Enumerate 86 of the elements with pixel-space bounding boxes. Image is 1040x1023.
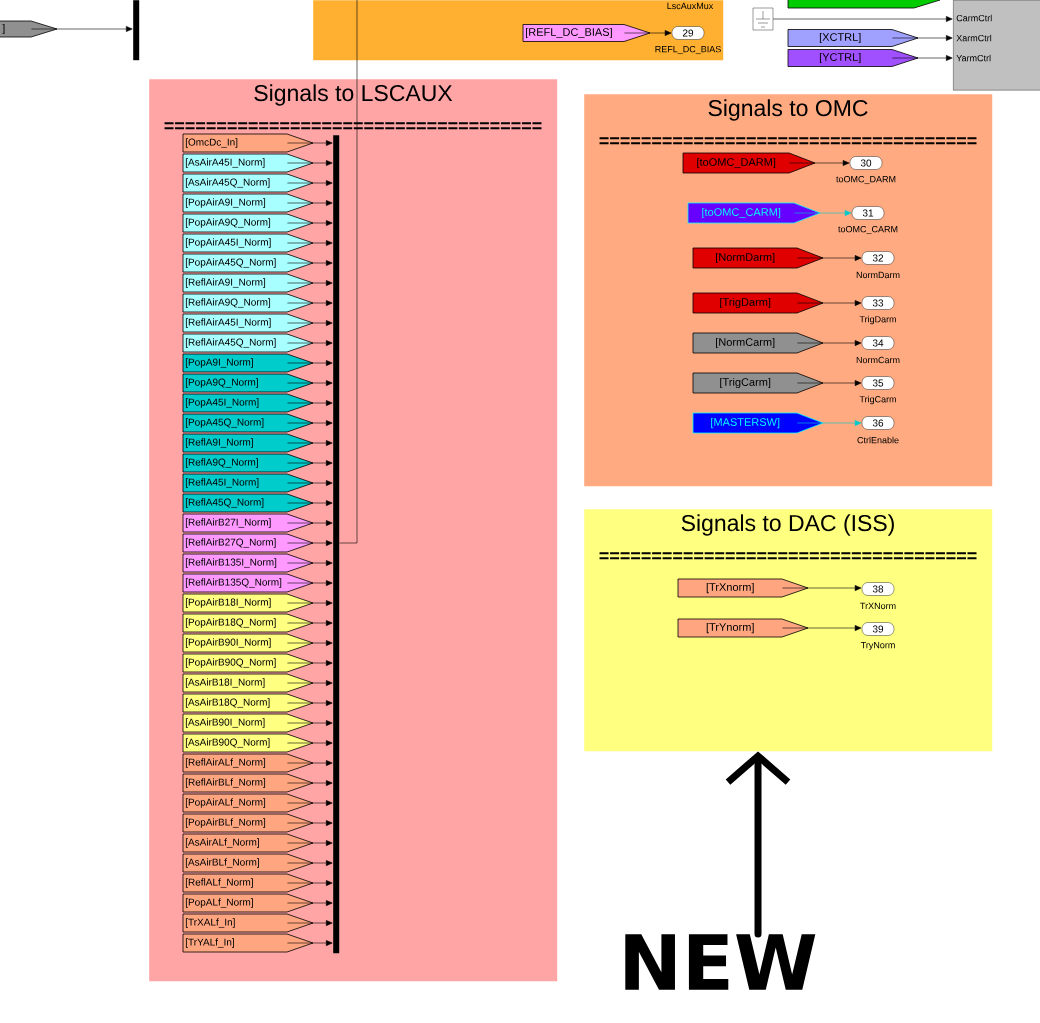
arrow [287, 760, 333, 766]
port-label: toOMC_CARM [838, 225, 898, 235]
arrow [287, 740, 333, 746]
arrow [287, 200, 333, 206]
arrow [287, 140, 333, 146]
port-label: TrXNorm [860, 602, 896, 610]
arrow [797, 380, 862, 386]
arrow [624, 30, 672, 36]
ground-symbol [752, 7, 774, 31]
arrow [892, 55, 953, 61]
arrow [287, 580, 333, 586]
port-label: toOMC_DARM [836, 175, 896, 185]
port-label: CtrlEnable [857, 436, 899, 444]
goto-tag: [YCTRL] [787, 49, 919, 67]
arrow [287, 680, 333, 686]
arrow [287, 160, 333, 166]
arrow [287, 940, 333, 946]
arrow [287, 300, 333, 306]
arrow [287, 340, 333, 346]
port-label: TrigDarm [859, 315, 896, 325]
subsystem-block: CarmCtrl XarmCtrl YarmCtrl [953, 0, 1040, 91]
connector-line [339, 0, 358, 544]
arrow [287, 500, 333, 506]
outport-block: 38 [861, 582, 895, 596]
arrow [782, 625, 862, 631]
handwritten-text: NEW [625, 934, 816, 990]
outport-block: 33 [861, 296, 895, 310]
arrow [782, 585, 862, 591]
port-label: TryNorm [860, 642, 895, 651]
arrow [287, 280, 333, 286]
arrow [772, 16, 953, 22]
goto-tag: ] [0, 20, 58, 38]
arrow [797, 420, 862, 426]
arrow [287, 860, 333, 866]
arrow [287, 700, 333, 706]
arrow [794, 210, 852, 216]
outport-block: 31 [851, 206, 885, 220]
outport-block: 39 [861, 622, 895, 636]
arrow [287, 180, 333, 186]
goto-tag: [XCTRL] [787, 29, 919, 47]
arrow [892, 35, 953, 41]
outport-block: 36 [861, 416, 895, 430]
arrow [797, 340, 862, 346]
port-label: REFL_DC_BIAS [655, 45, 721, 55]
arrow [31, 26, 133, 32]
outport-block: 35 [861, 376, 895, 390]
outport-block: 30 [849, 156, 883, 170]
arrow [287, 260, 333, 266]
arrow [287, 560, 333, 566]
arrow [725, 751, 791, 938]
arrow [287, 380, 333, 386]
arrow [287, 220, 333, 226]
arrow [287, 240, 333, 246]
outport-block: 34 [861, 336, 895, 350]
arrow [287, 440, 333, 446]
arrow [287, 360, 333, 366]
arrow [287, 800, 333, 806]
arrow [287, 520, 333, 526]
port-label: TrigCarm [859, 395, 896, 405]
arrow [287, 720, 333, 726]
port-label: NormDarm [856, 271, 900, 279]
arrow [287, 620, 333, 626]
outport-block: 29 [671, 26, 705, 40]
arrow [287, 460, 333, 466]
arrow [789, 160, 850, 166]
outport-block: 32 [861, 251, 895, 265]
arrow [287, 640, 333, 646]
arrow [287, 320, 333, 326]
port-label: NormCarm [856, 356, 900, 364]
arrow [287, 600, 333, 606]
arrow [287, 540, 333, 546]
arrow [287, 420, 333, 426]
arrow [287, 880, 333, 886]
arrow [287, 400, 333, 406]
arrow [287, 840, 333, 846]
arrow [287, 480, 333, 486]
arrow [797, 300, 862, 306]
arrow [287, 920, 333, 926]
arrow [797, 255, 862, 261]
arrow [287, 820, 333, 826]
goto-tag [787, 0, 941, 9]
block-label: LscAuxMux [667, 2, 714, 10]
arrow [287, 900, 333, 906]
group-panel [313, 0, 724, 61]
arrow [287, 780, 333, 786]
arrow [287, 660, 333, 666]
